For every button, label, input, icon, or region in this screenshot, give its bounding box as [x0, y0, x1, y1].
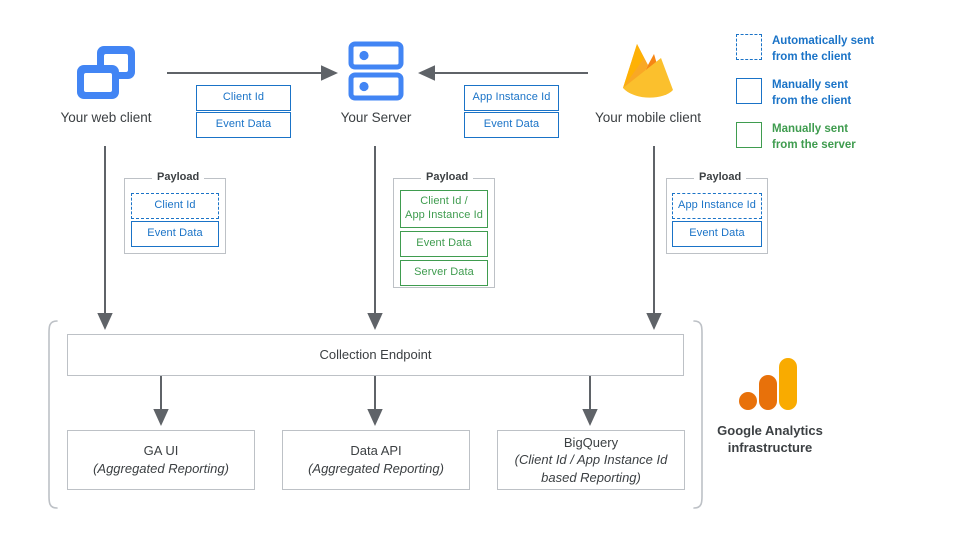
legend-manual-client-line2: from the client — [772, 94, 852, 107]
server-label: Your Server — [340, 110, 412, 125]
output-box-ga-ui[interactable]: GA UI (Aggregated Reporting) — [67, 430, 255, 490]
output-bigquery-subtitle-line1: (Client Id / App Instance Id — [514, 452, 668, 468]
payload-mobile-item-app-instance-id: App Instance Id — [672, 193, 762, 219]
legend-label-manual-client: Manually sent from the client — [772, 78, 851, 109]
google-analytics-logo-icon — [739, 358, 801, 414]
payload-mobile-item-event-data: Event Data — [672, 221, 762, 247]
payload-server-ids-line1: Client Id / — [420, 195, 468, 208]
payload-web-item-client-id: Client Id — [131, 193, 219, 219]
firebase-flame-icon — [617, 38, 679, 106]
payload-group-mobile — [666, 178, 768, 254]
payload-server-item-ids: Client Id / App Instance Id — [400, 190, 488, 228]
ga-caption-line2: infrastructure — [727, 439, 813, 455]
legend-manual-server-line2: from the server — [772, 138, 856, 151]
infrastructure-bracket-left — [48, 320, 58, 509]
legend-manual-client-line1: Manually sent — [772, 79, 849, 92]
legend-swatch-solid-green — [736, 122, 762, 149]
legend-label-manual-server: Manually sent from the server — [772, 122, 856, 153]
payload-server-item-server-data: Server Data — [400, 260, 488, 286]
output-box-data-api[interactable]: Data API (Aggregated Reporting) — [282, 430, 470, 490]
payload-title-mobile: Payload — [694, 171, 747, 183]
payload-server-item-event-data: Event Data — [400, 231, 488, 257]
legend-swatch-solid-blue — [736, 78, 762, 105]
web-client-label: Your web client — [60, 110, 152, 125]
payload-title-server: Payload — [421, 171, 474, 183]
ga-caption-line1: Google Analytics — [717, 423, 823, 438]
legend: Automatically sent from the client Manua… — [736, 34, 946, 153]
collection-endpoint-box[interactable]: Collection Endpoint — [67, 334, 684, 376]
infrastructure-bracket-right — [693, 320, 703, 509]
output-ga-ui-title: GA UI — [143, 443, 179, 459]
legend-auto-client-line1: Automatically sent — [772, 35, 875, 47]
legend-item-manual-client: Manually sent from the client — [736, 78, 946, 109]
output-box-bigquery[interactable]: BigQuery (Client Id / App Instance Id ba… — [497, 430, 685, 490]
output-ga-ui-subtitle: (Aggregated Reporting) — [93, 461, 229, 476]
output-data-api-subtitle: (Aggregated Reporting) — [308, 461, 444, 476]
ga-infrastructure-caption: Google Analytics infrastructure — [690, 423, 850, 457]
payload-title-web: Payload — [152, 171, 205, 183]
output-bigquery-subtitle-line2: based Reporting) — [541, 469, 641, 485]
transit-chip-client-id: Client Id — [196, 85, 291, 111]
legend-label-auto-client: Automatically sent from the client — [772, 34, 874, 65]
payload-group-server — [393, 178, 495, 288]
legend-auto-client-line2: from the client — [772, 50, 852, 63]
payload-web-item-event-data: Event Data — [131, 221, 219, 247]
transit-chip-app-instance-id: App Instance Id — [464, 85, 559, 111]
server-icon — [348, 41, 404, 102]
mobile-client-label: Your mobile client — [594, 110, 702, 125]
legend-manual-server-line1: Manually sent — [772, 123, 849, 136]
transit-chip-event-data-mobile: Event Data — [464, 112, 559, 138]
payload-server-ids-line2: App Instance Id — [405, 209, 483, 221]
legend-swatch-dashed-blue — [736, 34, 762, 60]
transit-chip-event-data: Event Data — [196, 112, 291, 138]
legend-item-auto-client: Automatically sent from the client — [736, 34, 946, 65]
legend-item-manual-server: Manually sent from the server — [736, 122, 946, 153]
web-client-icon — [74, 40, 138, 104]
output-bigquery-title: BigQuery — [563, 434, 619, 450]
output-data-api-title: Data API — [350, 443, 402, 459]
